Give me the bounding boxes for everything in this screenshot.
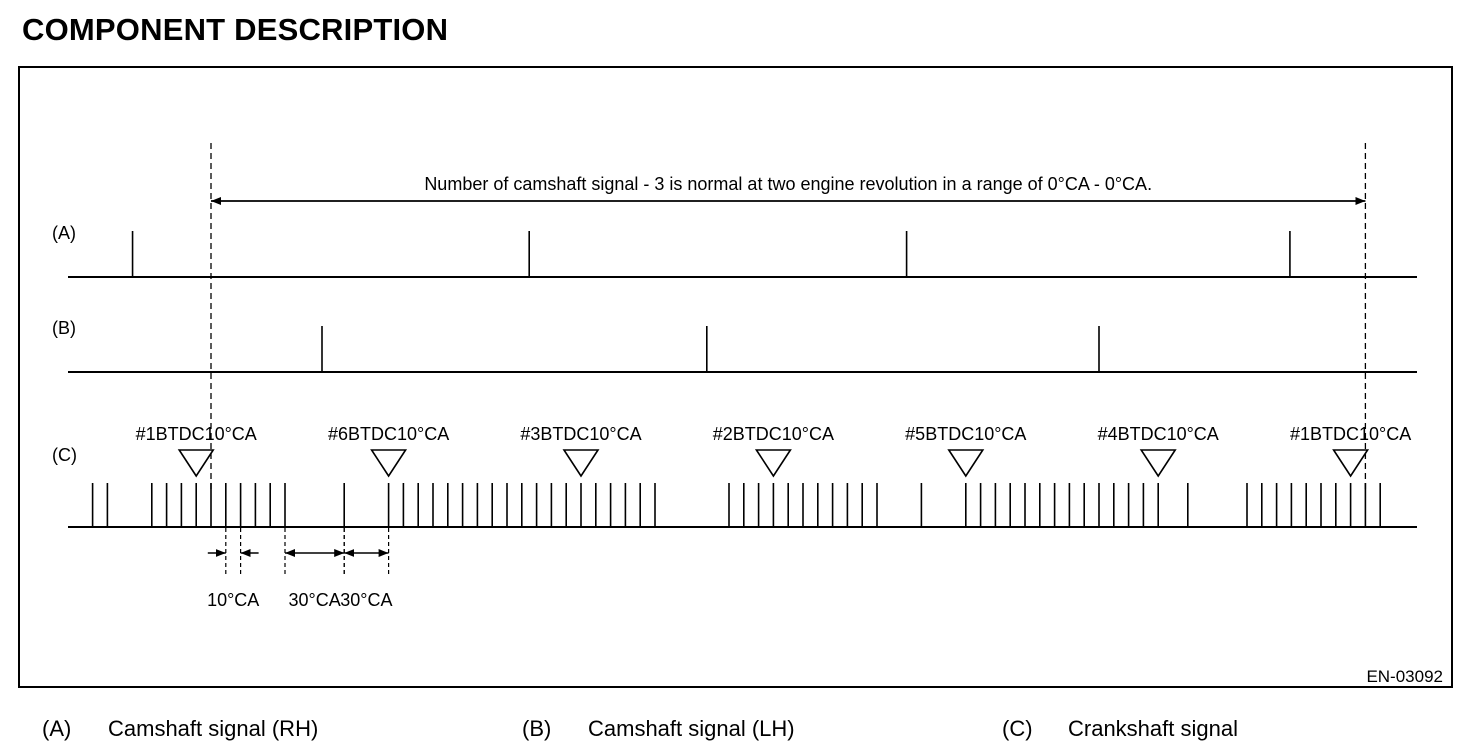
- btdc-label: #3BTDC10°CA: [520, 424, 641, 444]
- legend-text: Crankshaft signal: [1068, 716, 1238, 741]
- btdc-triangle: [1332, 449, 1370, 478]
- legend-entry: (B) Camshaft signal (LH): [522, 716, 795, 742]
- btdc-marker: #2BTDC10°CA: [713, 424, 834, 478]
- figure-code: EN-03092: [1366, 667, 1443, 686]
- dimension-label: 30°CA: [288, 590, 340, 610]
- btdc-triangle: [947, 449, 985, 478]
- btdc-marker: #1BTDC10°CA: [136, 424, 257, 478]
- btdc-label: #4BTDC10°CA: [1098, 424, 1219, 444]
- btdc-triangle: [754, 449, 792, 478]
- btdc-triangle: [562, 449, 600, 478]
- range-note: Number of camshaft signal - 3 is normal …: [424, 174, 1152, 194]
- btdc-triangle: [177, 449, 215, 478]
- diagram-frame: [18, 66, 1453, 688]
- btdc-marker: #5BTDC10°CA: [905, 424, 1026, 478]
- btdc-markers: #1BTDC10°CA #6BTDC10°CA #3BTDC10°CA #2BTDC1…: [136, 424, 1411, 478]
- btdc-label: #1BTDC10°CA: [136, 424, 257, 444]
- btdc-label: #1BTDC10°CA: [1290, 424, 1411, 444]
- btdc-marker: #4BTDC10°CA: [1098, 424, 1219, 478]
- legend-code: (A): [42, 716, 72, 741]
- page-title: COMPONENT DESCRIPTION: [22, 12, 449, 47]
- signal-c: (C): [52, 445, 1417, 528]
- signal-label: (C): [52, 445, 77, 465]
- legend-code: (C): [1002, 716, 1033, 741]
- btdc-label: #2BTDC10°CA: [713, 424, 834, 444]
- legend-text: Camshaft signal (LH): [588, 716, 795, 741]
- range-annotation: Number of camshaft signal - 3 is normal …: [210, 143, 1367, 490]
- dimension-label: 10°CA: [207, 590, 259, 610]
- btdc-label: #6BTDC10°CA: [328, 424, 449, 444]
- signal-traces: (A) (B) (C): [52, 223, 1417, 528]
- signal-label: (B): [52, 318, 76, 338]
- legend-entry: (C) Crankshaft signal: [1002, 716, 1238, 742]
- btdc-marker: #1BTDC10°CA: [1290, 424, 1411, 478]
- angle-dimension: 30°CA: [340, 528, 393, 610]
- dimension-label: 30°CA: [340, 590, 392, 610]
- legend-text: Camshaft signal (RH): [108, 716, 319, 741]
- angle-dimension: 30°CA: [284, 528, 345, 610]
- angle-dimension: 10°CA: [207, 528, 259, 610]
- signal-b: (B): [52, 318, 1417, 373]
- btdc-triangle: [370, 449, 408, 478]
- btdc-label: #5BTDC10°CA: [905, 424, 1026, 444]
- legend-entry: (A) Camshaft signal (RH): [42, 716, 318, 742]
- signal-a: (A): [52, 223, 1417, 278]
- btdc-triangle: [1139, 449, 1177, 478]
- btdc-marker: #3BTDC10°CA: [520, 424, 642, 478]
- signal-label: (A): [52, 223, 76, 243]
- legend-code: (B): [522, 716, 552, 741]
- btdc-marker: #6BTDC10°CA: [328, 424, 449, 478]
